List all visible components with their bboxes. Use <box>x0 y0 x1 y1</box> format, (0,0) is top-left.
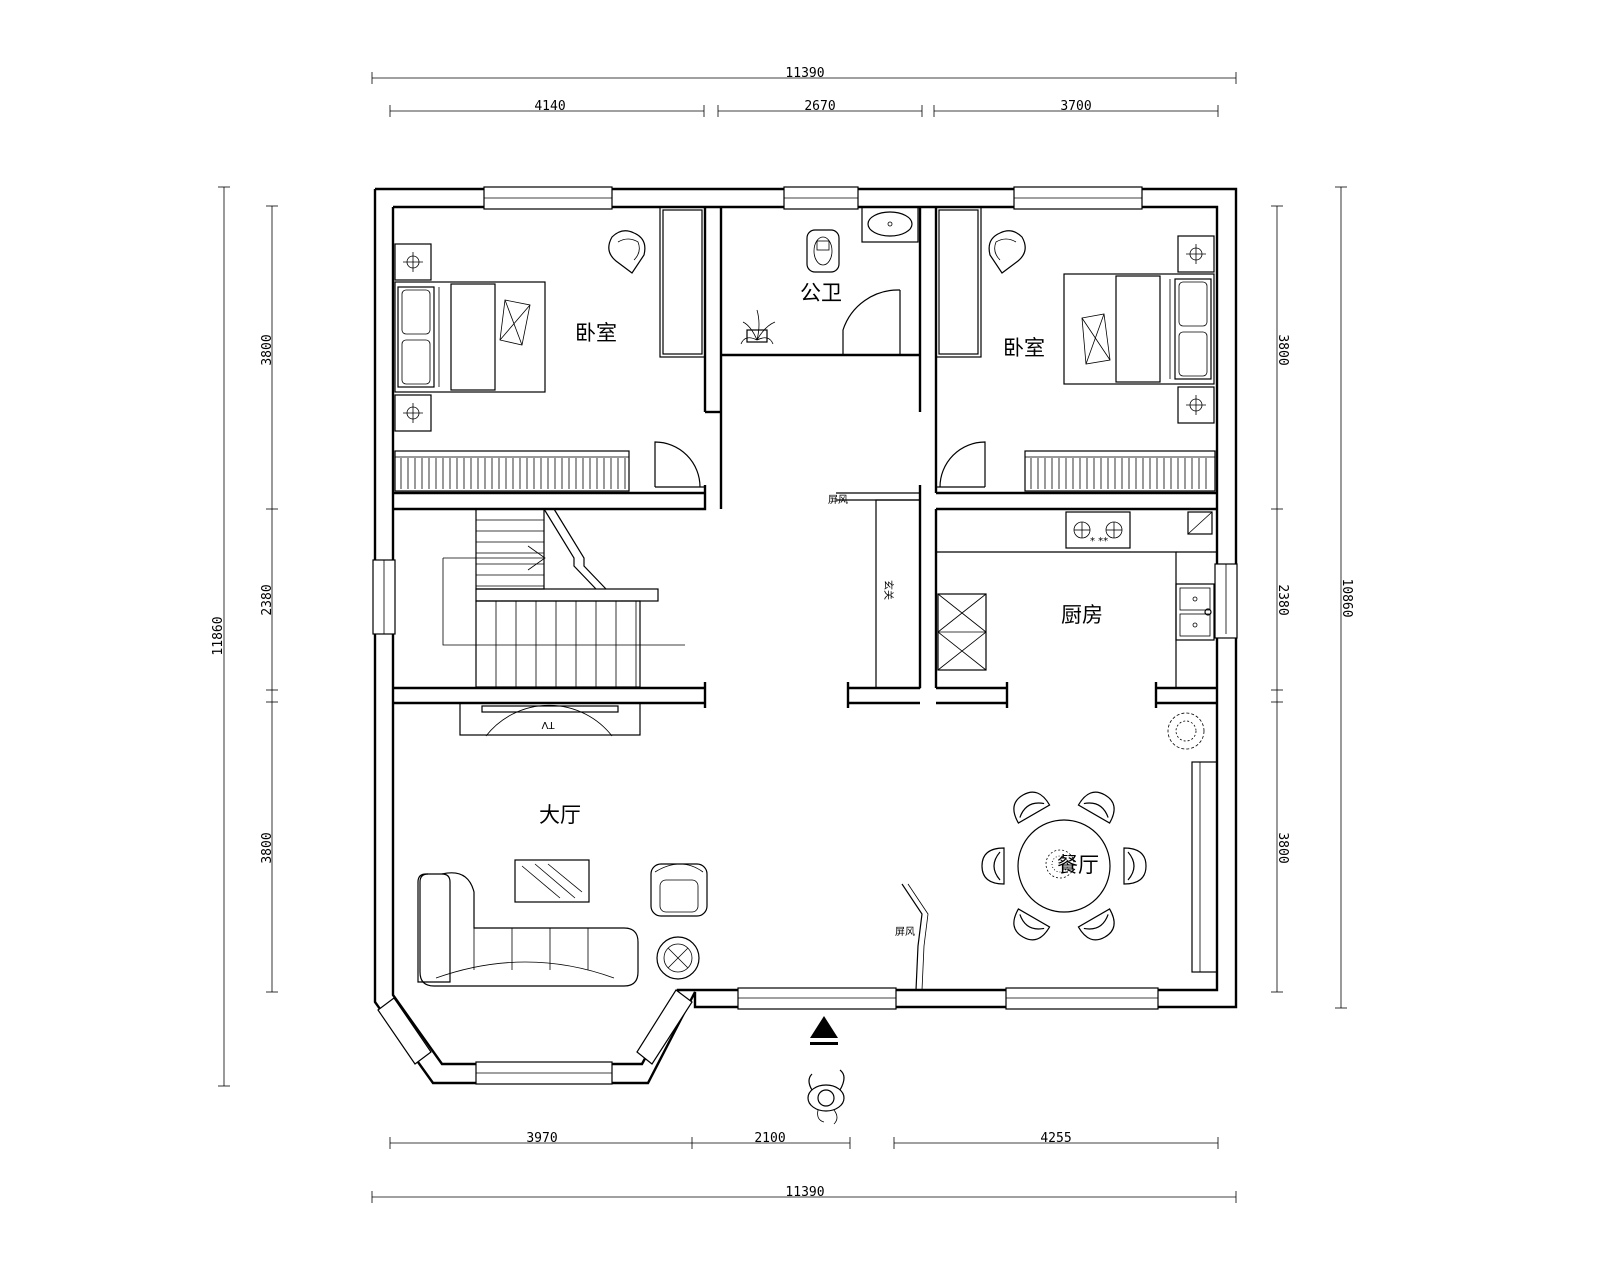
label-dining: 餐厅 <box>1057 853 1099 877</box>
plant-icon <box>1167 712 1205 750</box>
dimension-right: 3800 2380 3800 10860 <box>1271 186 1354 1009</box>
dim-left-total: 11860 <box>211 616 226 655</box>
dim-left-seg-3: 3800 <box>260 832 275 863</box>
dim-right-seg-2: 2380 <box>1275 584 1290 615</box>
dining: 餐厅 <box>981 712 1218 973</box>
dim-right-total: 10860 <box>1339 578 1354 617</box>
svg-text:* **: * ** <box>1090 536 1108 547</box>
dim-right-seg-1: 3800 <box>1275 334 1290 365</box>
label-tv: TV <box>541 719 555 730</box>
dim-right-seg-3: 3800 <box>1275 832 1290 863</box>
label-hall: 大厅 <box>539 803 581 827</box>
plant-icon <box>740 309 776 345</box>
label-screen-top: 屏风 <box>828 494 848 506</box>
dim-top-seg-2: 2670 <box>804 99 835 114</box>
dimension-left: 11860 3800 2380 3800 <box>211 186 278 1087</box>
exterior-walls <box>373 187 1238 1085</box>
plant-icon <box>1045 849 1075 879</box>
dim-top-seg-3: 3700 <box>1060 99 1091 114</box>
dim-bottom-seg-3: 4255 <box>1040 1131 1071 1146</box>
label-screen-bottom: 屏风 <box>895 926 915 938</box>
staircase <box>442 508 685 688</box>
bathroom: 公卫 <box>740 206 919 355</box>
label-foyer: 玄关 <box>882 580 895 600</box>
dim-bottom-seg-1: 3970 <box>526 1131 557 1146</box>
dimension-bottom: 3970 2100 4255 11390 <box>371 1131 1237 1203</box>
bedroom-right: 卧室 <box>935 206 1216 492</box>
dimension-top: 11390 4140 2670 3700 <box>371 66 1237 117</box>
person-icon <box>807 1069 845 1125</box>
windows <box>372 186 1238 1085</box>
hall: TV 大厅 <box>417 702 708 987</box>
kitchen: * ** 厨房 <box>936 511 1217 688</box>
label-bedroom-right: 卧室 <box>1003 336 1045 360</box>
dim-left-seg-1: 3800 <box>260 334 275 365</box>
entrance-arrow-icon <box>810 1016 838 1045</box>
dim-bottom-total: 11390 <box>785 1185 824 1200</box>
dim-left-seg-2: 2380 <box>260 584 275 615</box>
label-bedroom-left: 卧室 <box>575 321 617 345</box>
label-bathroom: 公卫 <box>800 281 842 305</box>
dim-top-total: 11390 <box>785 66 824 81</box>
dim-bottom-seg-2: 2100 <box>754 1131 785 1146</box>
foyer: 屏风 玄关 <box>828 492 921 689</box>
label-kitchen: 厨房 <box>1061 603 1103 627</box>
screen-partition: 屏风 <box>895 883 929 991</box>
dim-top-seg-1: 4140 <box>534 99 565 114</box>
bedroom-left: 卧室 <box>394 206 706 492</box>
